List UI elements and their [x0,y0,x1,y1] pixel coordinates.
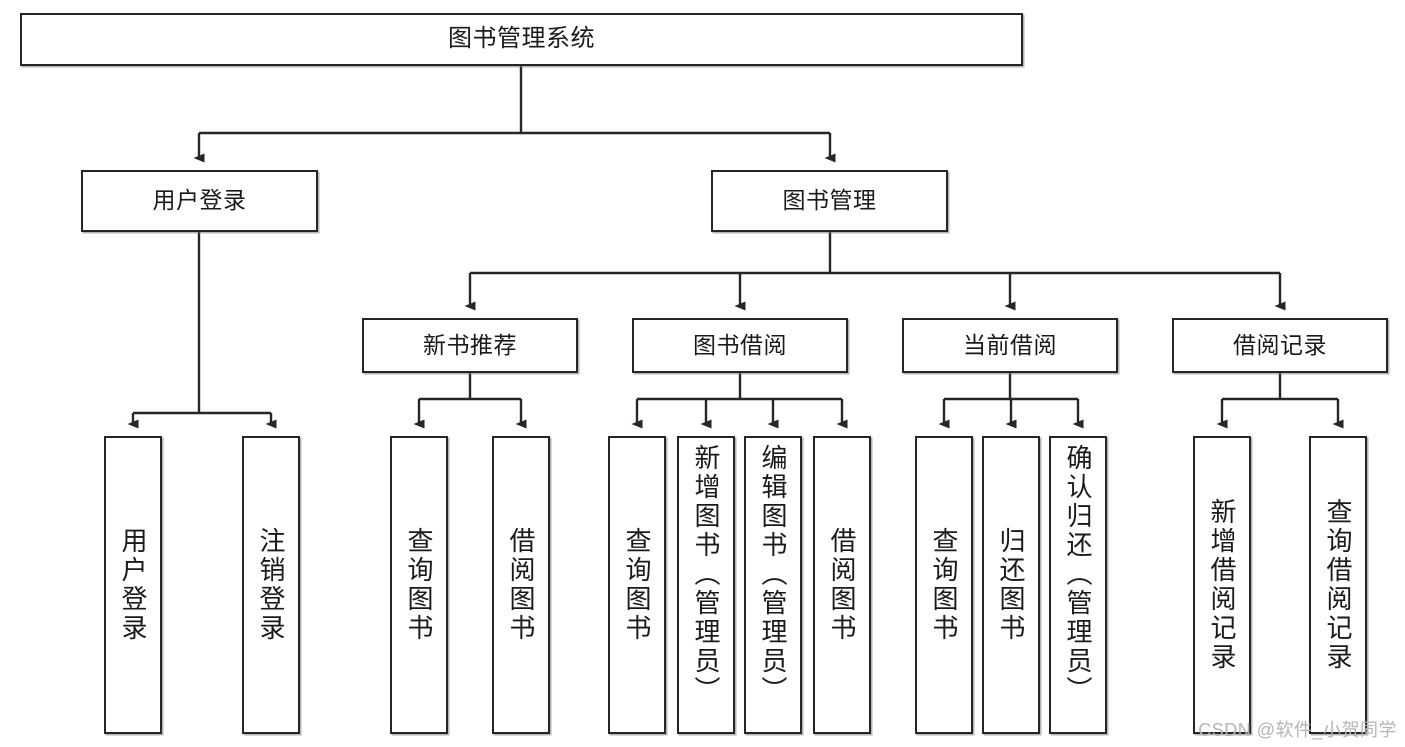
node-label: 归还图书 [996,527,1026,643]
node-label: 查询图书 [622,527,652,643]
node-label: 注销登录 [256,527,286,643]
node-label: 图书借阅 [693,331,787,358]
node-leaf-query-book-1[interactable]: 查询图书 [390,436,448,734]
node-new-book-recommend[interactable]: 新书推荐 [362,318,578,373]
node-label: 当前借阅 [963,331,1057,358]
node-book-borrow[interactable]: 图书借阅 [632,318,848,373]
node-label: 图书管理 [782,187,877,214]
node-leaf-return-book[interactable]: 归还图书 [982,436,1040,734]
node-label: 借阅记录 [1233,331,1327,358]
node-label: 编辑图书（管理员） [758,444,788,705]
node-leaf-borrow-book-2[interactable]: 借阅图书 [813,436,871,734]
node-label: 确认归还（管理员） [1063,444,1093,705]
node-current-borrow[interactable]: 当前借阅 [902,318,1118,373]
node-leaf-query-record[interactable]: 查询借阅记录 [1309,436,1367,734]
node-user-login[interactable]: 用户登录 [81,170,318,232]
node-leaf-logout-login[interactable]: 注销登录 [242,436,300,734]
node-book-manage[interactable]: 图书管理 [711,170,948,232]
node-label: 图书管理系统 [448,25,595,53]
node-label: 借阅图书 [506,527,536,643]
node-leaf-add-book[interactable]: 新增图书（管理员） [677,436,735,734]
node-label: 用户登录 [118,527,148,643]
node-label: 借阅图书 [827,527,857,643]
node-root-book-management-system[interactable]: 图书管理系统 [20,13,1023,66]
node-label: 查询图书 [404,527,434,643]
node-leaf-confirm-return[interactable]: 确认归还（管理员） [1049,436,1107,734]
node-label: 新增图书（管理员） [691,444,721,705]
node-label: 查询借阅记录 [1323,498,1353,672]
node-borrow-record[interactable]: 借阅记录 [1172,318,1388,373]
node-leaf-edit-book[interactable]: 编辑图书（管理员） [744,436,802,734]
node-label: 查询图书 [929,527,959,643]
node-leaf-user-login[interactable]: 用户登录 [104,436,162,734]
node-label: 新增借阅记录 [1207,498,1237,672]
node-leaf-query-book-2[interactable]: 查询图书 [608,436,666,734]
csdn-watermark: CSDN @软件_小贺同学 [1198,720,1397,740]
node-leaf-add-record[interactable]: 新增借阅记录 [1193,436,1251,734]
node-label: 新书推荐 [423,331,517,358]
node-label: 用户登录 [152,187,247,214]
node-leaf-borrow-book-1[interactable]: 借阅图书 [492,436,550,734]
node-leaf-query-book-3[interactable]: 查询图书 [915,436,973,734]
